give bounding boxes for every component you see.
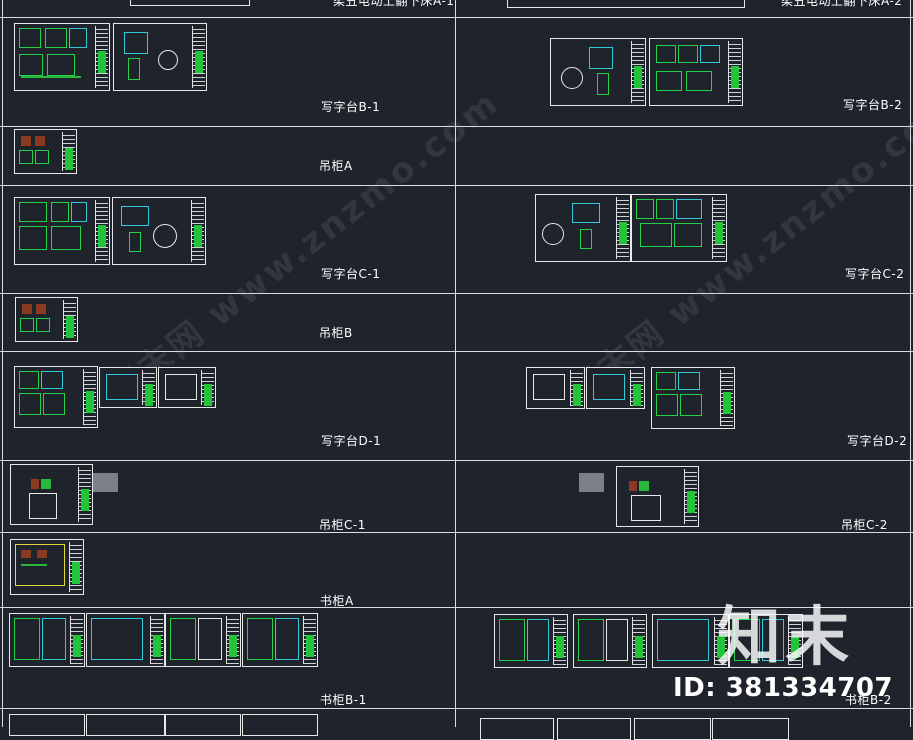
drawing-sheet-thumbnail[interactable] — [14, 197, 110, 265]
drawing-sheet-thumbnail[interactable] — [242, 613, 318, 667]
drawing-sheet-thumbnail[interactable] — [86, 714, 165, 736]
drawing-sheet-thumbnail[interactable] — [165, 613, 241, 667]
sheet-label: 写字台C-1 — [321, 267, 381, 281]
drawing-sheet-thumbnail[interactable] — [10, 539, 84, 595]
sheet-label: 写字台D-1 — [321, 434, 382, 448]
drawing-sheet-thumbnail[interactable] — [165, 714, 241, 736]
sheet-label: 吊柜C-2 — [841, 518, 888, 532]
drawing-sheet-thumbnail[interactable] — [652, 614, 729, 668]
row-divider — [0, 126, 913, 127]
drawing-sheet-thumbnail[interactable] — [480, 718, 554, 740]
drawing-sheet-thumbnail[interactable] — [242, 714, 318, 736]
drawing-sheet-thumbnail[interactable] — [573, 614, 647, 668]
sheet-label: 书柜B-1 — [320, 693, 367, 707]
drawing-sheet-thumbnail[interactable] — [526, 367, 585, 409]
row-divider — [0, 607, 913, 608]
drawing-sheet-thumbnail[interactable] — [112, 197, 206, 265]
drawing-sheet-thumbnail[interactable] — [9, 714, 85, 736]
sheet-label: 书柜B-2 — [845, 693, 892, 707]
drawing-sheet-thumbnail[interactable] — [557, 718, 631, 740]
row-divider — [0, 532, 913, 533]
drawing-sheet-thumbnail[interactable] — [535, 194, 631, 262]
row-divider — [0, 17, 913, 18]
detail-thumbnail[interactable] — [93, 473, 118, 492]
detail-thumbnail[interactable] — [579, 473, 604, 492]
drawing-sheet-thumbnail[interactable] — [14, 23, 110, 91]
drawing-sheet-thumbnail[interactable] — [634, 718, 711, 740]
column-divider — [2, 0, 3, 727]
sheet-label: 写字台D-2 — [847, 434, 908, 448]
drawing-sheet-thumbnail[interactable] — [86, 613, 165, 667]
drawing-sheet-thumbnail[interactable] — [130, 0, 250, 6]
drawing-sheet-thumbnail[interactable] — [729, 614, 803, 668]
column-divider — [910, 0, 911, 727]
sheet-label: 吊柜B — [319, 326, 353, 340]
row-divider — [0, 708, 913, 709]
drawing-sheet-thumbnail[interactable] — [550, 38, 646, 106]
drawing-sheet-thumbnail[interactable] — [651, 367, 735, 429]
drawing-sheet-thumbnail[interactable] — [15, 297, 78, 342]
drawing-sheet-thumbnail[interactable] — [99, 367, 157, 408]
sheet-label: 写字台B-1 — [321, 100, 381, 114]
drawing-sheet-thumbnail[interactable] — [14, 129, 77, 174]
sheet-label: 写字台B-2 — [843, 98, 903, 112]
row-divider — [0, 460, 913, 461]
sheet-label: 书柜A — [320, 594, 354, 608]
drawing-sheet-thumbnail[interactable] — [631, 194, 727, 262]
drawing-sheet-thumbnail[interactable] — [113, 23, 207, 91]
drawing-sheet-thumbnail[interactable] — [616, 466, 699, 527]
row-divider — [0, 351, 913, 352]
id-label: ID: 381334707 — [673, 673, 894, 703]
row-divider — [0, 293, 913, 294]
drawing-sheet-thumbnail[interactable] — [14, 366, 98, 428]
sheet-label: 柔丑电动上翻下床A-2 — [781, 0, 903, 8]
sheet-label: 吊柜A — [319, 159, 353, 173]
column-divider — [455, 0, 456, 727]
drawing-sheet-thumbnail[interactable] — [649, 38, 743, 106]
drawing-sheet-thumbnail[interactable] — [494, 614, 568, 668]
brand-logo: 知末 — [717, 601, 853, 675]
sheet-label: 柔丑电动上翻下床A-1 — [333, 0, 455, 8]
drawing-sheet-thumbnail[interactable] — [586, 367, 645, 409]
drawing-sheet-thumbnail[interactable] — [712, 718, 789, 740]
drawing-sheet-thumbnail[interactable] — [10, 464, 93, 525]
sheet-label: 吊柜C-1 — [319, 518, 366, 532]
sheet-label: 写字台C-2 — [845, 267, 905, 281]
drawing-sheet-thumbnail[interactable] — [158, 367, 216, 408]
drawing-sheet-thumbnail[interactable] — [507, 0, 745, 8]
drawing-sheet-thumbnail[interactable] — [9, 613, 85, 667]
row-divider — [0, 185, 913, 186]
